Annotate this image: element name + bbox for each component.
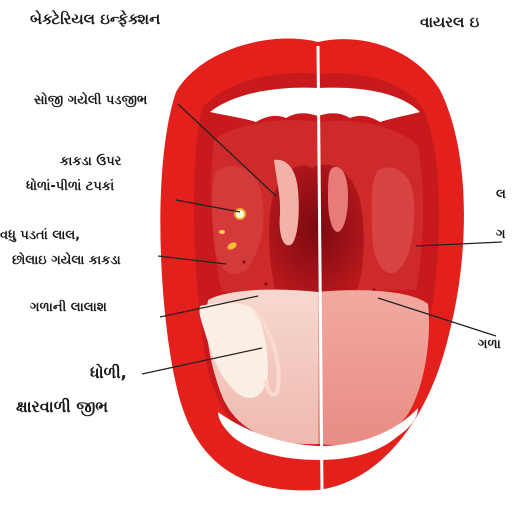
label-throat-redness: ગળાની લાલાશ xyxy=(30,301,107,316)
pus-spot xyxy=(219,230,225,234)
label-right-bottom: ગળા xyxy=(478,338,501,353)
bacterial-infection-header: બેક્ટેરિયલ ઇન્ફેક્શન xyxy=(30,11,160,28)
label-spots-line1: કાકડા ઉપર xyxy=(60,155,121,170)
label-spots-line2: ધોળાં-પીળાં ટપકાં xyxy=(26,180,114,195)
label-tongue-line2: ક્ષારવાળી જીભ xyxy=(16,398,108,416)
red-dot xyxy=(264,282,267,285)
label-tongue-line1: ધોળી, xyxy=(90,364,127,382)
label-tonsils-line2: છોલાઇ ગયેલા કાકડા xyxy=(12,254,121,269)
viral-infection-header: વાયરલ ઇ xyxy=(420,14,479,31)
red-dot xyxy=(242,260,245,263)
label-swollen-uvula: સોજી ગયેલી પડજીભ xyxy=(34,94,147,109)
label-right-top-line2: ગ xyxy=(496,228,506,243)
label-tonsils-line1: વધુ પડતાં લાલ, xyxy=(0,229,80,244)
pus-spot xyxy=(235,209,245,219)
label-right-top-line1: લ xyxy=(496,188,506,203)
